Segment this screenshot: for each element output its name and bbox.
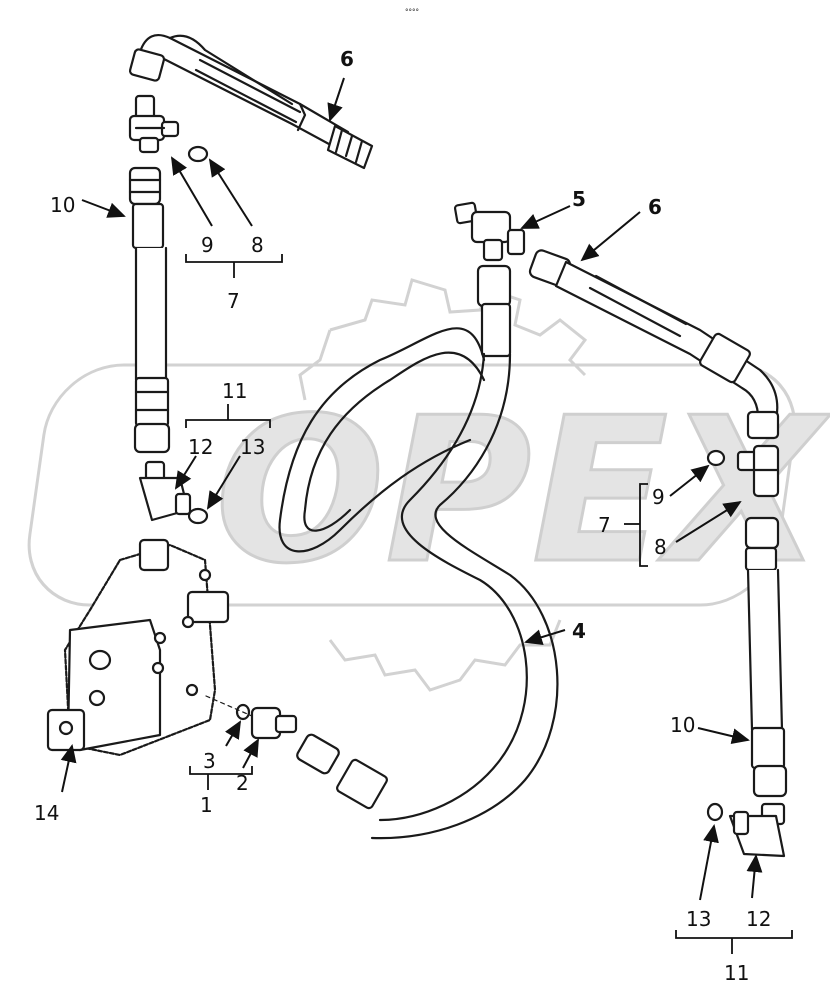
callout-12-right: 12 [746,907,771,931]
hose-10-right [744,516,788,798]
callout-14: 14 [34,801,59,825]
callout-9-left: 9 [201,233,214,257]
watermark: OPEX [27,278,830,692]
o-ring-13-right [706,802,724,822]
callout-labels: 6 10 9 8 7 5 6 11 12 13 9 7 8 4 10 3 2 1… [34,47,771,985]
callout-6-right: 6 [648,195,662,219]
callout-8-right: 8 [654,535,667,559]
o-ring-8-left [187,145,209,163]
callout-3: 3 [203,749,216,773]
callout-1: 1 [200,793,213,817]
hose-6-top [128,34,374,170]
o-ring-13-left [187,507,209,525]
tee-fitting-top-left [128,94,180,154]
callout-2: 2 [236,771,249,795]
valve-block-14 [46,538,230,757]
callout-13-left: 13 [240,435,265,459]
callout-9-right: 9 [652,485,665,509]
o-ring-9-right [706,449,726,467]
callout-5: 5 [572,187,586,211]
elbow-12-right [728,802,786,858]
watermark-frame [27,363,797,607]
fitting-2 [250,706,298,740]
tee-fitting-5 [453,201,526,262]
callout-13-right: 13 [686,907,711,931]
hose-6-right [528,249,780,440]
elbow-12-left [138,460,192,522]
callout-8-left: 8 [251,233,264,257]
centerline-2 [205,695,253,717]
tee-fitting-right [736,444,780,498]
hose-4 [278,264,559,840]
brackets [185,254,793,954]
callout-10-left: 10 [50,193,75,217]
callout-10-right: 10 [670,713,695,737]
callout-12-left: 12 [188,435,213,459]
bracket-1 [189,766,253,775]
callout-4: 4 [572,619,586,643]
leader-lines [60,77,763,901]
callout-7-left: 7 [227,289,240,313]
watermark-text: OPEX [215,375,830,608]
bracket-7-right [639,483,648,567]
callout-11-right: 11 [724,961,749,985]
hose-10-left [128,166,171,454]
bracket-11-right [675,930,793,939]
callout-7-right: 7 [598,513,611,537]
callout-11-left: 11 [222,379,247,403]
callout-6-top: 6 [340,47,354,71]
page-code: °°°° [405,8,419,16]
